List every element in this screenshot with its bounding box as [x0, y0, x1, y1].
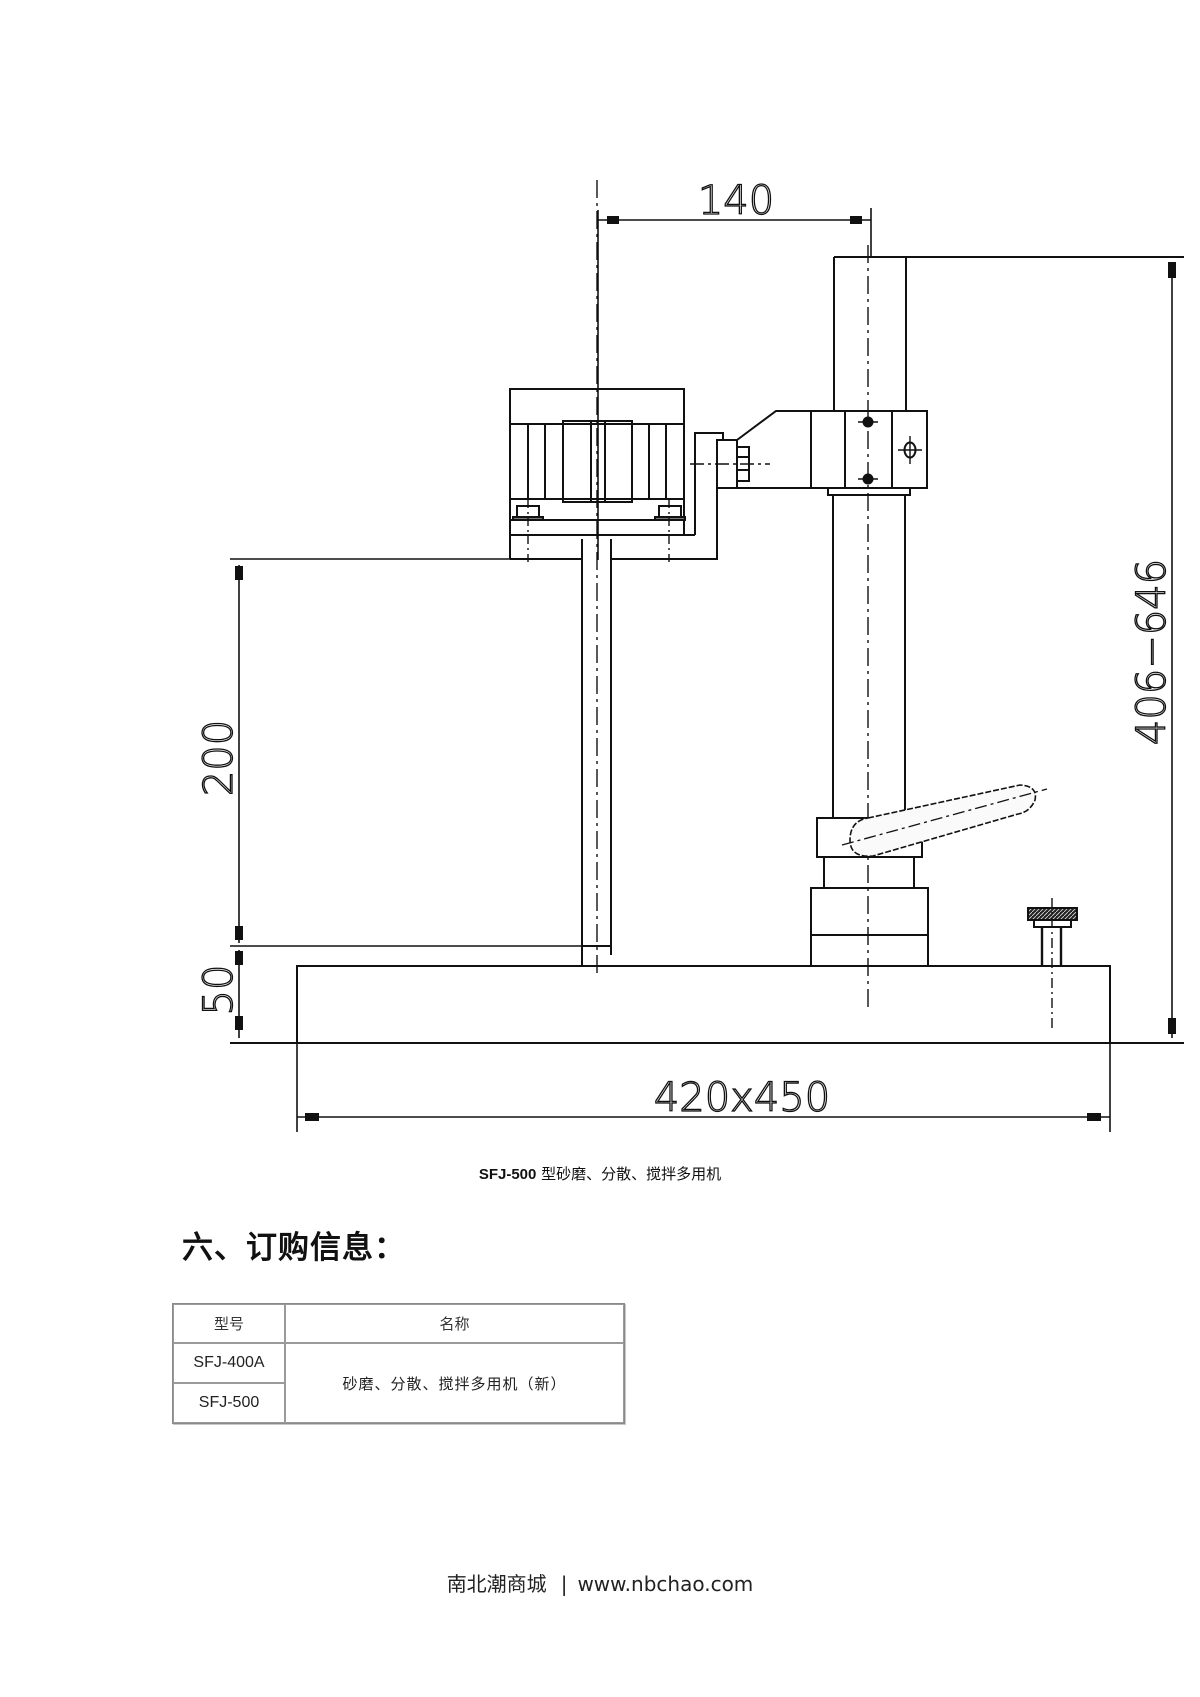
dim-text-50: 50 [196, 965, 242, 1016]
cell-name: 砂磨、分散、搅拌多用机（新） [285, 1343, 624, 1423]
cell-model: SFJ-500 [173, 1383, 285, 1423]
dimension-406-646 [1168, 262, 1176, 1038]
footer-url[interactable]: www.nbchao.com [577, 1572, 754, 1596]
caption-model: SFJ-500 [478, 1166, 537, 1183]
dim-text-420x450: 420x450 [654, 1075, 830, 1121]
cell-model: SFJ-400A [173, 1343, 285, 1383]
header-model: 型号 [173, 1304, 285, 1343]
dim-text-140: 140 [698, 178, 774, 224]
page-footer: 南北潮商城 | www.nbchao.com [0, 1568, 1200, 1597]
knurled-knob [1027, 898, 1078, 1032]
dim-text-406-646: 406−646 [1129, 559, 1175, 745]
base-plate [230, 945, 1184, 1132]
footer-site-name: 南北潮商城 [446, 1572, 547, 1596]
figure-caption: SFJ-500 型砂磨、分散、搅拌多用机 [0, 1163, 1200, 1184]
shaft [581, 180, 612, 975]
dimension-200-50 [235, 565, 243, 1038]
mounting-bracket [230, 432, 770, 560]
dimension-140 [597, 208, 872, 560]
caption-description: 型砂磨、分散、搅拌多用机 [536, 1165, 722, 1183]
dimension-420x450 [297, 1113, 1110, 1121]
section-heading-order-info: 六、订购信息： [182, 1230, 406, 1266]
lock-handle [810, 784, 1048, 967]
column-clamp [736, 410, 928, 496]
header-name: 名称 [285, 1304, 624, 1343]
order-table: 型号 名称 SFJ-400A 砂磨、分散、搅拌多用机（新） SFJ-500 [172, 1303, 625, 1424]
dim-text-200: 200 [196, 720, 242, 796]
table-row: SFJ-500 [173, 1383, 624, 1423]
table-row: SFJ-400A 砂磨、分散、搅拌多用机（新） [173, 1343, 624, 1423]
support-column [832, 245, 1184, 1008]
footer-separator: | [560, 1572, 568, 1596]
technical-drawing: 140 420x450 200 50 406−646 [195, 177, 1184, 1132]
table-header-row: 型号 名称 [173, 1304, 624, 1343]
motor-housing [509, 388, 695, 565]
